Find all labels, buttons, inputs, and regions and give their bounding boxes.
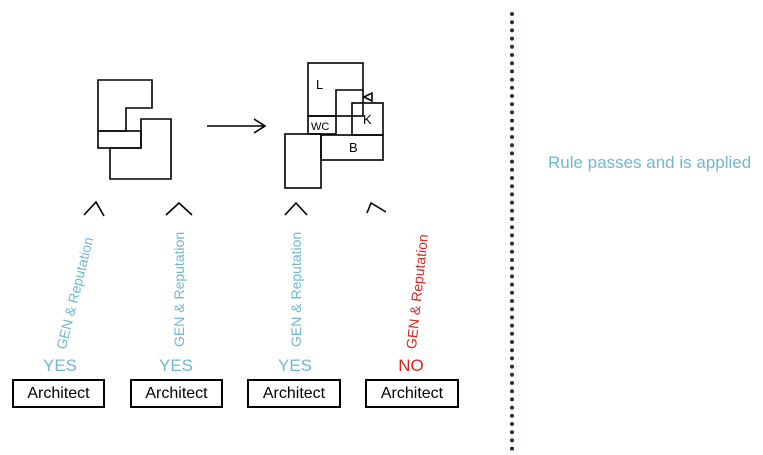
room-wc	[307, 115, 337, 135]
agent-box: Architect	[12, 379, 105, 408]
verdict-label: YES	[42, 356, 78, 375]
criteria-label: GEN & Reputation	[171, 231, 187, 347]
room-label-wc: WC	[311, 121, 329, 133]
verdict-label: NO	[398, 356, 424, 375]
agent-box: Architect	[365, 379, 459, 408]
verdict-label: YES	[277, 356, 313, 375]
floorplan-after	[284, 62, 384, 189]
floorplan-before	[97, 79, 172, 180]
caret-mark	[165, 201, 193, 216]
room-label-kitchen: K	[363, 112, 372, 127]
door-marker	[362, 91, 373, 103]
criteria-label: GEN & Reputation	[288, 231, 304, 347]
caret-mark	[284, 201, 308, 216]
result-note: Rule passes and is applied	[548, 153, 752, 172]
transform-arrow	[207, 118, 267, 134]
room-label-bedroom: B	[349, 140, 358, 155]
agent-box: Architect	[247, 379, 341, 408]
caret-mark	[366, 201, 387, 214]
verdict-label: YES	[158, 356, 194, 375]
room-label-living: L	[316, 77, 323, 92]
caret-mark	[83, 200, 105, 217]
agent-box: Architect	[130, 379, 223, 408]
